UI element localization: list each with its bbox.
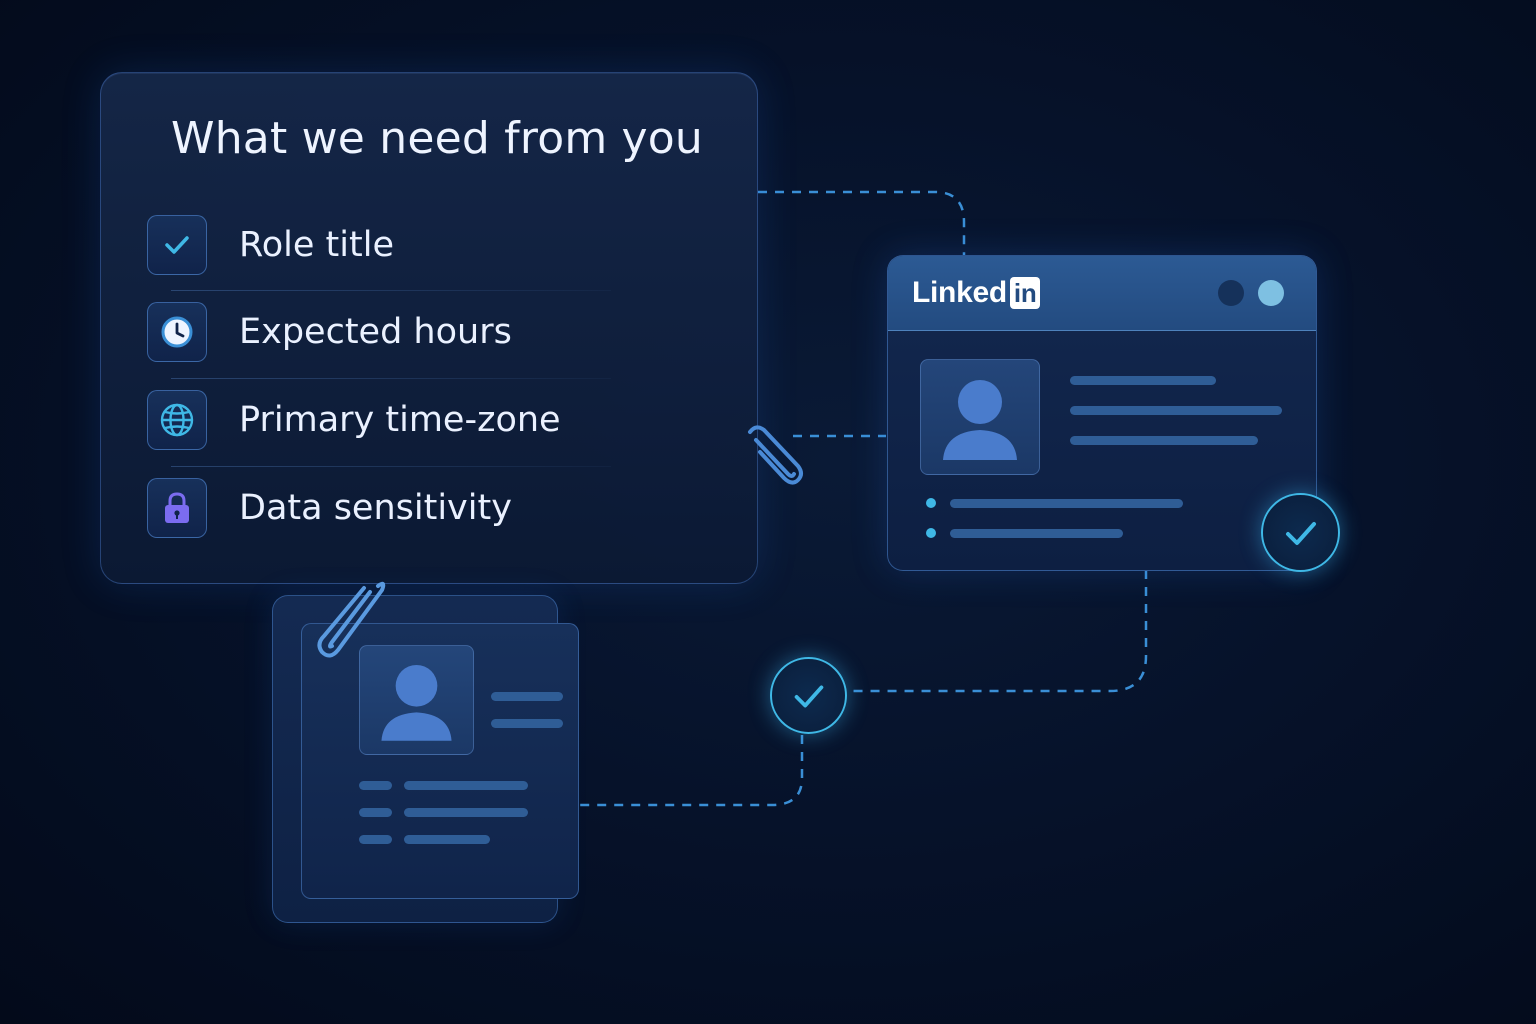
paperclip-icon — [748, 425, 803, 485]
requirements-card: What we need from you Role title Expecte… — [100, 72, 758, 584]
requirement-expected-hours: Expected hours — [147, 302, 707, 366]
linkedin-verified-check — [1261, 493, 1340, 572]
check-icon — [147, 215, 207, 275]
check-icon — [794, 685, 823, 707]
placeholder-line — [359, 808, 392, 817]
connector-card-to-linkedin — [758, 190, 966, 255]
divider — [171, 466, 611, 467]
requirement-label: Data sensitivity — [239, 488, 512, 528]
linkedin-in-badge: in — [1009, 277, 1041, 309]
clock-icon — [147, 302, 207, 362]
placeholder-line — [1070, 376, 1216, 385]
requirement-role-title: Role title — [147, 215, 707, 279]
card-title: What we need from you — [171, 113, 704, 164]
placeholder-line — [1070, 436, 1258, 445]
bullet-dot — [926, 498, 936, 508]
bullet-dot — [926, 528, 936, 538]
placeholder-line — [1070, 406, 1282, 415]
divider — [171, 290, 611, 291]
window-dot-light — [1258, 280, 1284, 306]
connector-check-to-document — [578, 735, 804, 807]
placeholder-line — [404, 781, 528, 790]
document-verified-check — [770, 657, 847, 734]
person-icon — [943, 380, 1017, 460]
requirement-data-sensitivity: Data sensitivity — [147, 478, 707, 542]
placeholder-line — [359, 781, 392, 790]
resume-photo — [359, 645, 474, 755]
placeholder-line — [950, 499, 1183, 508]
placeholder-line — [950, 529, 1123, 538]
requirement-label: Primary time-zone — [239, 400, 561, 440]
requirement-label: Role title — [239, 225, 394, 265]
profile-avatar — [920, 359, 1040, 475]
check-icon — [1285, 521, 1316, 545]
placeholder-line — [359, 835, 392, 844]
resume-document — [301, 623, 579, 899]
person-icon — [381, 664, 452, 741]
window-dot-dark — [1218, 280, 1244, 306]
placeholder-line — [404, 835, 490, 844]
placeholder-line — [404, 808, 528, 817]
requirement-label: Expected hours — [239, 312, 512, 352]
requirement-primary-time-zone: Primary time-zone — [147, 390, 707, 454]
document-paperclip-icon — [317, 581, 386, 658]
divider — [171, 378, 611, 379]
globe-icon — [147, 390, 207, 450]
lock-icon — [147, 478, 207, 538]
placeholder-line — [491, 692, 563, 701]
linkedin-wordmark: Linked — [912, 276, 1007, 309]
placeholder-line — [491, 719, 563, 728]
connector-linkedin-to-check — [848, 570, 1148, 693]
